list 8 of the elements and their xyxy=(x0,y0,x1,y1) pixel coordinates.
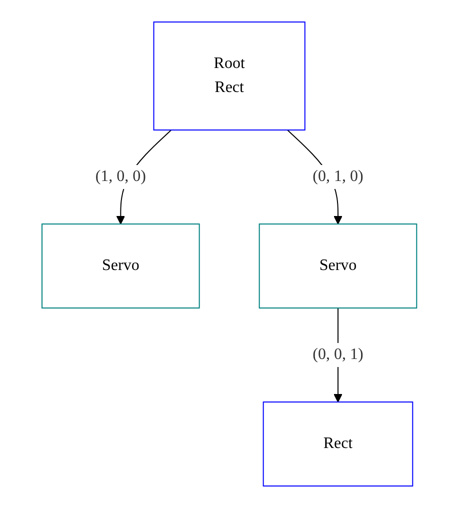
edge-label: (0, 1, 0) xyxy=(312,168,363,185)
node-box xyxy=(262,402,413,486)
node-box xyxy=(258,224,417,308)
edge-label: (0, 0, 1) xyxy=(312,346,363,363)
node-box xyxy=(41,224,200,308)
node-box xyxy=(152,22,306,130)
edge-label: (1, 0, 0) xyxy=(95,168,146,185)
flowchart-drawing: (1, 0, 0) (0, 1, 0) (0, 0, 1) Root Rect Servo Servo Rect xyxy=(34,0,424,508)
